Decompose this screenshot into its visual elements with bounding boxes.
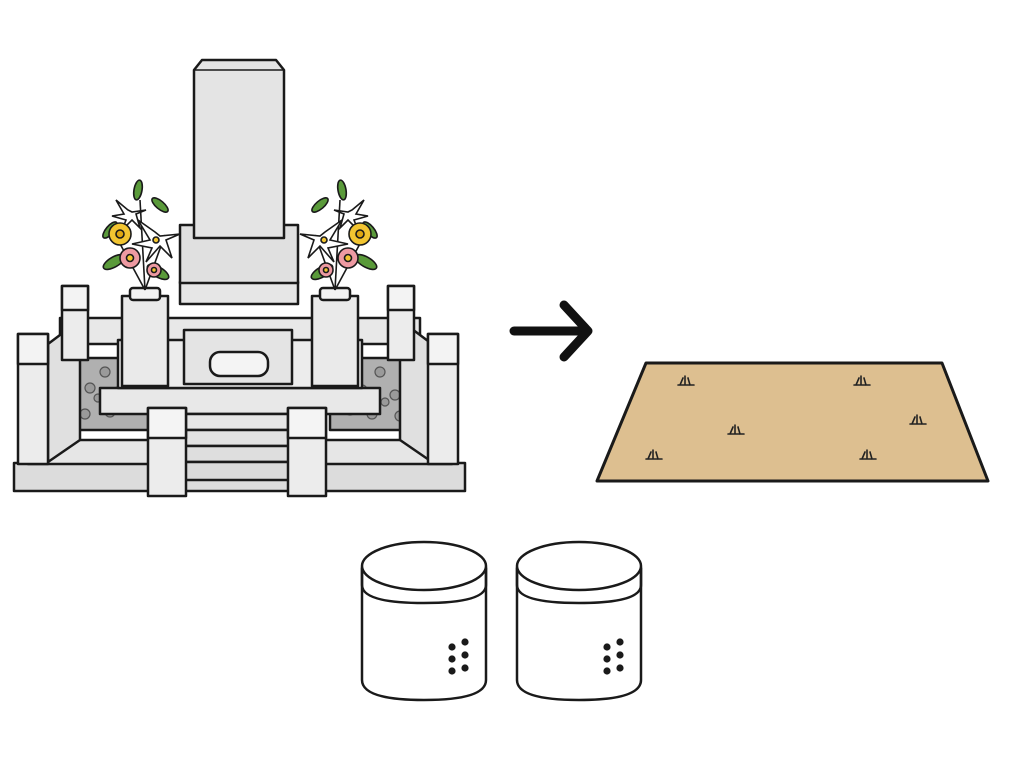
braille-dots: [448, 638, 469, 675]
lily-flower: [131, 219, 181, 263]
monument-base-low: [178, 280, 300, 306]
headstone: [192, 58, 286, 240]
corner-post-back-left: [60, 284, 90, 362]
corner-post-front-right: [426, 332, 460, 466]
urn-icon: [360, 540, 488, 702]
corner-post-front-left: [16, 332, 50, 466]
urn-lid-edge: [515, 568, 643, 605]
step-2: [183, 428, 297, 448]
pink-flower: [337, 247, 359, 269]
grass-tuft: [853, 375, 871, 386]
lily-flower: [299, 219, 349, 263]
braille-dots: [603, 638, 624, 675]
grass-tuft: [677, 375, 695, 386]
grass-tuft: [645, 449, 663, 460]
urn-lid-edge: [360, 568, 488, 605]
vase-pedestal-right: [310, 294, 360, 388]
offering-box-slot: [208, 350, 270, 378]
grass-tuft: [909, 414, 927, 425]
flower-bouquet-right: [299, 179, 378, 291]
yellow-chrysanthemum: [348, 222, 372, 246]
step-3: [183, 444, 297, 464]
pink-flower: [318, 262, 334, 278]
flower-bouquet-left: [102, 179, 181, 291]
empty-plot-icon: [595, 361, 990, 483]
urn-icon: [515, 540, 643, 702]
yellow-chrysanthemum: [108, 222, 132, 246]
grass-tuft: [859, 449, 877, 460]
step-1: [183, 412, 297, 432]
urn-lid: [360, 540, 488, 592]
urn-lid: [515, 540, 643, 592]
pink-flower: [119, 247, 141, 269]
central-platform: [98, 386, 382, 416]
pink-flower: [146, 262, 162, 278]
grass-tuft: [727, 424, 745, 435]
arrow-right-icon: [509, 300, 593, 362]
japanese-grave-icon: [12, 58, 467, 498]
step-4: [183, 460, 297, 482]
corner-post-back-right: [386, 284, 416, 362]
earth-plot: [595, 361, 990, 483]
vase-pedestal-left: [120, 294, 170, 388]
